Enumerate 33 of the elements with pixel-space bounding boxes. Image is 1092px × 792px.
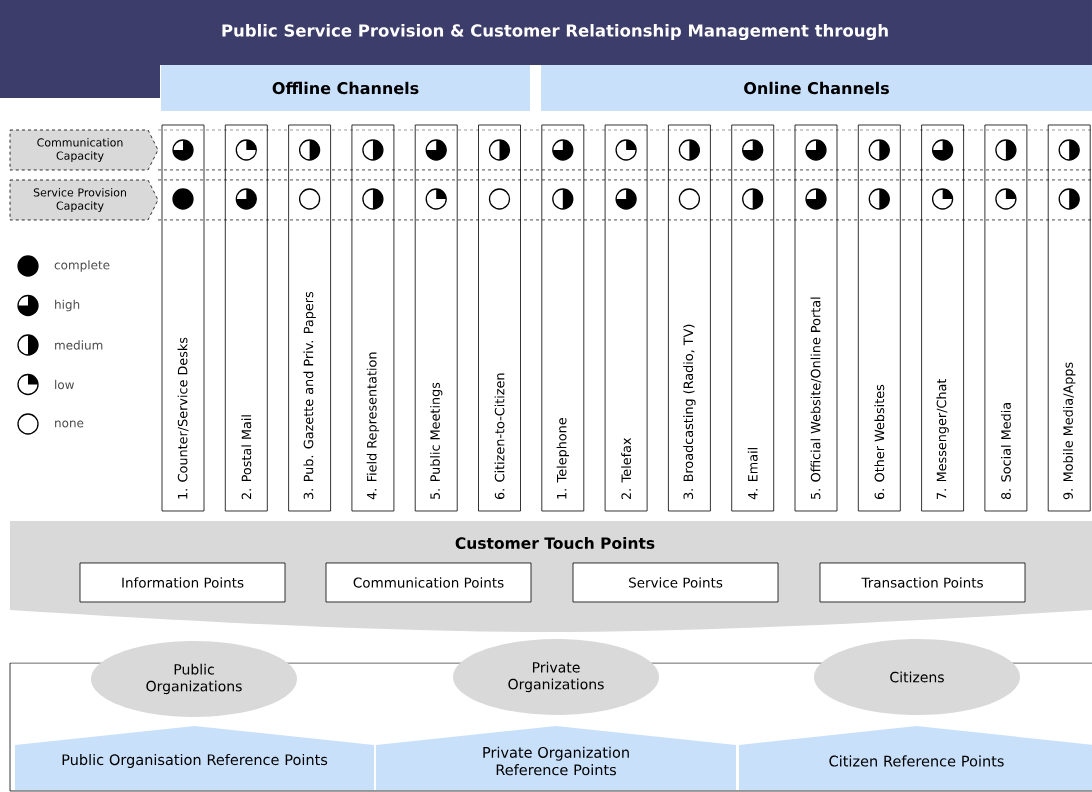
reference-points-band: Private Organization Reference Points — [376, 726, 736, 790]
channel-column: 1. Counter/Service Desks — [161, 124, 205, 512]
channel-header: Online Channels — [541, 65, 1092, 111]
channel-header: Offline Channels — [161, 65, 530, 111]
channel-column: 7. Messenger/Chat — [921, 124, 964, 512]
channel-column: 6. Other Websites — [857, 124, 901, 512]
legend-label: complete — [54, 260, 110, 272]
touch-point-box: Communication Points — [325, 562, 532, 603]
channel-column: 2. Postal Mail — [224, 124, 268, 512]
reference-points-band: Citizen Reference Points — [739, 726, 1092, 790]
channel-column: 3. Pub. Gazette and Priv. Papers — [288, 124, 331, 512]
row-header: Communication Capacity — [9, 129, 159, 171]
channel-column: 3. Broadcasting (Radio, TV) — [668, 124, 711, 512]
channel-column: 5. Public Meetings — [414, 124, 458, 512]
touch-point-box: Transaction Points — [819, 562, 1026, 603]
channel-column: 6. Citizen-to-Citizen — [478, 124, 521, 512]
channel-column: 2. Telefax — [604, 124, 648, 512]
touch-point-box: Service Points — [572, 562, 779, 603]
channel-column: 1. Telephone — [541, 124, 585, 512]
channel-column: 4. Email — [731, 124, 775, 512]
channel-column: 4. Field Representation — [351, 124, 395, 512]
legend-label: none — [55, 420, 84, 428]
legend-label: medium — [55, 340, 103, 350]
channel-column: 9. Mobile Media/Apps — [1047, 124, 1091, 512]
touch-point-box: Information Points — [79, 562, 286, 603]
reference-points-band: Public Organisation Reference Points — [15, 726, 374, 790]
legend-label: low — [55, 379, 74, 390]
legend-label: high — [55, 299, 80, 312]
row-header: Service Provision Capacity — [9, 179, 159, 221]
node-label: Private Organization Reference Points — [483, 746, 629, 776]
channel-column: 5. Official Website/Online Portal — [794, 124, 838, 512]
channel-column: 8. Social Media — [984, 124, 1028, 512]
node-label: Public Organisation Reference Points — [62, 753, 328, 768]
